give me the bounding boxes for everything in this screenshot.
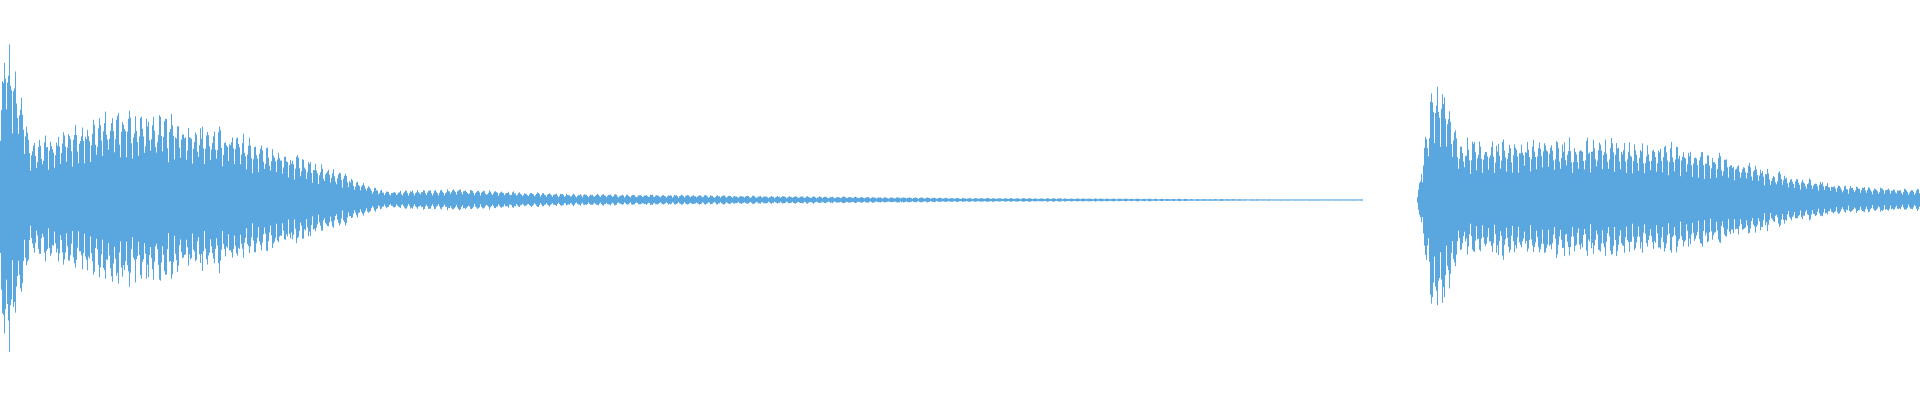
waveform-core-path bbox=[0, 139, 1363, 261]
waveform-segment-second-note bbox=[1417, 86, 1920, 306]
waveform-segment-first-note bbox=[0, 44, 1363, 352]
waveform-track bbox=[0, 44, 1920, 352]
waveform-core-path bbox=[1417, 155, 1920, 245]
